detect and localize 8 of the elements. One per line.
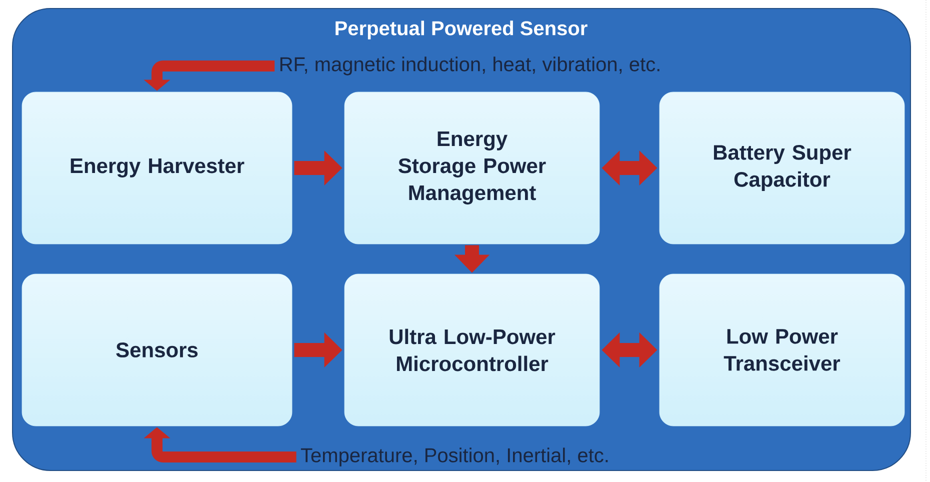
source-text: RF, magnetic induction, heat, vibration, etc.: [280, 56, 660, 76]
process-box: Ultra Low-Power Microcontroller: [344, 274, 600, 426]
process-box: Sensors: [22, 274, 292, 426]
process-box: Energy Storage Power Management: [344, 92, 600, 244]
source-text: Temperature, Position, Inertial, etc.: [300, 448, 608, 466]
process-box: Battery Super Capacitor: [659, 92, 905, 244]
process-box: Energy Harvester: [22, 92, 292, 244]
process-box: Low Power Transceiver: [659, 274, 905, 426]
